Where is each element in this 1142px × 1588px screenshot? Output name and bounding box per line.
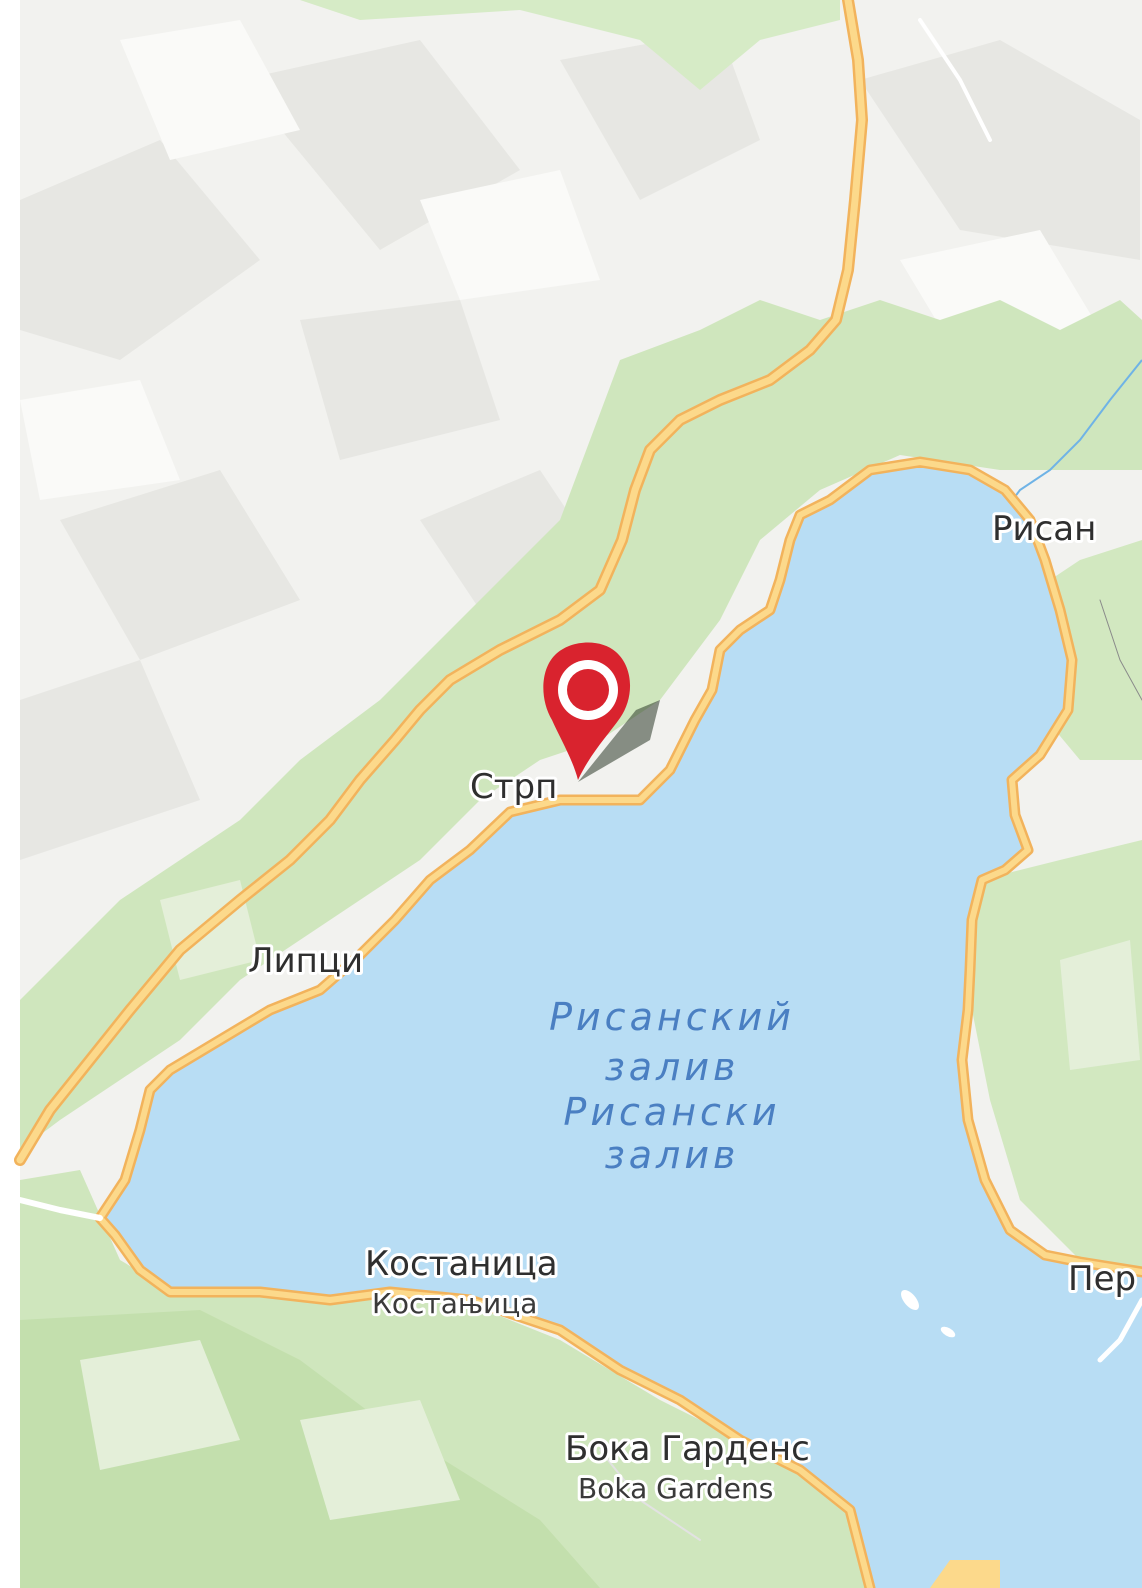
place-label-strp[interactable]: Стрп [467,764,560,810]
map-pin-icon[interactable] [543,642,660,782]
pier [930,1560,1000,1588]
islet [940,1326,956,1338]
place-label-risan[interactable]: Рисан [989,506,1099,552]
place-label-kostanitsa-sr[interactable]: Костањица [369,1284,540,1323]
islet [901,1290,919,1310]
map-pin-center [567,669,609,711]
left-edge-strip [0,0,20,1588]
place-label-kostanitsa[interactable]: Костаница [362,1241,561,1287]
water-label-line-4: залив [605,1133,740,1177]
forest-shading [80,880,1140,1520]
water-label-line-3: Рисански [563,1090,780,1134]
bay-water[interactable] [100,462,1142,1588]
place-label-boka-gardens[interactable]: Бока Гарденс [562,1426,813,1472]
place-labels: Рисан Стрп Липци Костаница Костањица Бок… [245,506,1139,1508]
river [1004,359,1142,511]
place-label-liptsi[interactable]: Липци [245,938,366,984]
place-label-perast[interactable]: Пер [1065,1256,1139,1302]
map-pin-shadow [578,700,660,782]
place-label-boka-gardens-en[interactable]: Boka Gardens [575,1469,776,1508]
road-network [14,0,1142,1588]
water-label-line-2: залив [605,1045,740,1089]
water-labels: Рисанский залив Рисански залив [549,995,795,1177]
water-label-line-1: Рисанский [549,995,795,1039]
